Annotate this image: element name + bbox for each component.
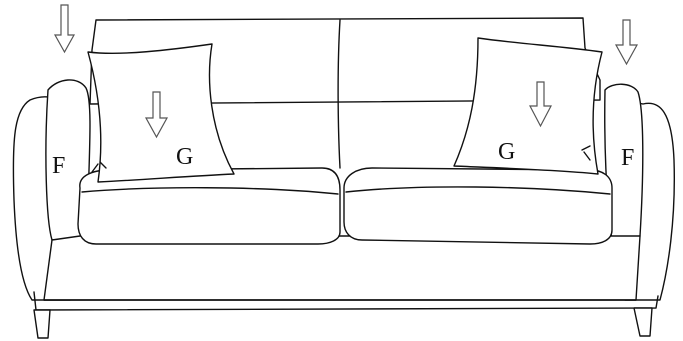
seat-cushions <box>78 168 612 244</box>
label-cushion-right: G <box>498 139 515 165</box>
down-arrow-icon <box>616 20 637 64</box>
sofa-base <box>34 236 658 310</box>
down-arrow-icon <box>55 5 74 52</box>
down-arrow-icon-top-left <box>55 5 74 52</box>
label-arm-right: F <box>621 145 634 171</box>
label-arm-left: F <box>52 153 65 179</box>
down-arrow-icon-top-right <box>616 20 637 64</box>
sofa-legs <box>34 308 652 338</box>
label-cushion-left: G <box>176 144 193 170</box>
